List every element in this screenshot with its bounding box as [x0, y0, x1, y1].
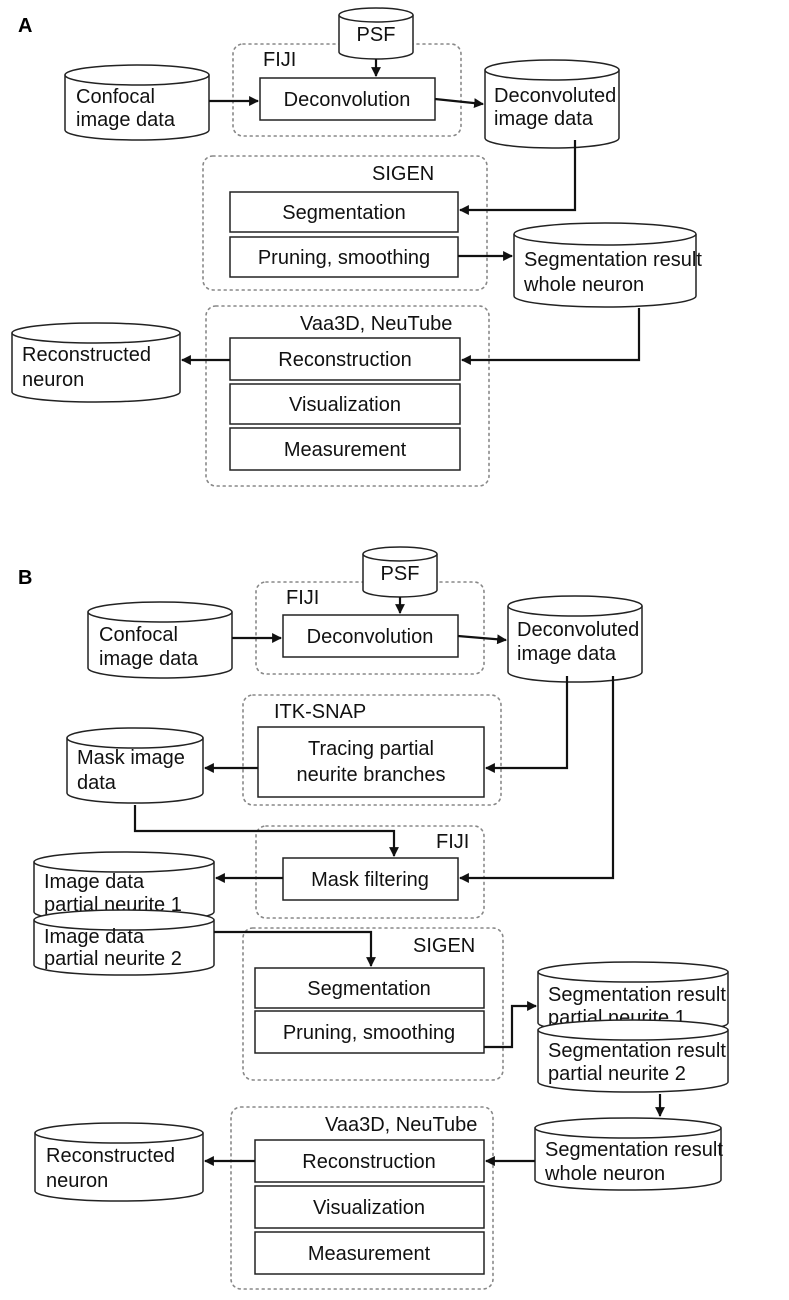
arrow-deconvoluted-to-seg-a — [459, 140, 577, 215]
img2-label-b-1: Image data — [44, 926, 145, 948]
confocal-cylinder-a: Confocal image data — [64, 64, 210, 141]
reconstruction-label-b: Reconstruction — [302, 1151, 435, 1173]
psf-cylinder-a: PSF — [338, 7, 414, 60]
reconstructed-label-b-2: neuron — [46, 1170, 108, 1192]
segp1-label-b-1: Segmentation result — [548, 984, 726, 1006]
psf-cylinder-b: PSF — [362, 546, 438, 598]
fiji-label-a: FIJI — [263, 49, 296, 71]
reconstruction-box-a — [229, 337, 461, 381]
deconvoluted-label-b-1: Deconvoluted — [517, 619, 639, 641]
mask-cylinder-b: Mask image data — [66, 727, 204, 804]
itksnap-label-b: ITK-SNAP — [274, 701, 366, 723]
tracing-box-b — [257, 726, 485, 798]
vaa3d-group-b — [230, 1106, 494, 1290]
deconvoluted-label-a-1: Deconvoluted — [494, 85, 616, 107]
arrow-deconvoluted-to-filtering-b — [459, 676, 615, 883]
sigen-group-b — [242, 927, 504, 1081]
reconstructed-cylinder-b: Reconstructed neuron — [34, 1122, 204, 1202]
segp2-label-b-2: partial neurite 2 — [548, 1063, 686, 1085]
reconstructed-label-a-2: neuron — [22, 369, 84, 391]
segp2-label-b-1: Segmentation result — [548, 1040, 726, 1062]
img1-label-b-1: Image data — [44, 871, 145, 893]
visualization-label-b: Visualization — [313, 1197, 425, 1219]
seg-whole-cylinder-a: Segmentation result whole neuron — [513, 222, 702, 308]
sigen-group-a — [202, 155, 488, 291]
pruning-box-a — [229, 236, 459, 278]
seg-whole-label-a-2: whole neuron — [523, 274, 644, 296]
panel-label-a: A — [18, 15, 32, 37]
arrow-deconv-to-deconvoluted-a — [434, 97, 484, 109]
segmentation-label-a: Segmentation — [282, 202, 405, 224]
fiji-label-b: FIJI — [286, 587, 319, 609]
psf-label-a: PSF — [357, 24, 396, 46]
deconvoluted-cylinder-b: Deconvoluted image data — [507, 595, 643, 683]
seg-whole-label-b-2: whole neuron — [544, 1163, 665, 1185]
pruning-label-b: Pruning, smoothing — [283, 1022, 455, 1044]
visualization-box-a — [229, 383, 461, 425]
arrow-result-to-reconstruction-a — [461, 308, 641, 365]
measurement-label-a: Measurement — [284, 439, 407, 461]
segmentation-box-b — [254, 967, 485, 1009]
deconvolution-box-b — [282, 614, 459, 658]
panel-label-b: B — [18, 567, 32, 589]
fiji2-group-b — [255, 825, 485, 919]
sigen-label-a: SIGEN — [372, 163, 434, 185]
visualization-label-a: Visualization — [289, 394, 401, 416]
confocal-label-a-1: Confocal — [76, 86, 155, 108]
confocal-cylinder-b: Confocal image data — [87, 601, 233, 679]
measurement-box-a — [229, 427, 461, 471]
tracing-label-b-2: neurite branches — [297, 764, 446, 786]
confocal-label-a-2: image data — [76, 109, 176, 131]
arrow-deconv-to-deconvoluted-b — [457, 634, 507, 645]
mask-filtering-label-b: Mask filtering — [311, 869, 429, 891]
measurement-label-b: Measurement — [308, 1243, 431, 1265]
fiji2-label-b: FIJI — [436, 831, 469, 853]
seg-whole-label-b-1: Segmentation result — [545, 1139, 723, 1161]
reconstruction-label-a: Reconstruction — [278, 349, 411, 371]
tracing-label-b-1: Tracing partial — [308, 738, 434, 760]
pruning-label-a: Pruning, smoothing — [258, 247, 430, 269]
measurement-box-b — [254, 1231, 485, 1275]
confocal-label-b-1: Confocal — [99, 624, 178, 646]
reconstructed-label-a-1: Reconstructed — [22, 344, 151, 366]
mask-label-b-1: Mask image — [77, 747, 185, 769]
img2-label-b-2: partial neurite 2 — [44, 948, 182, 970]
deconvolution-label-b: Deconvolution — [307, 626, 434, 648]
reconstructed-label-b-1: Reconstructed — [46, 1145, 175, 1167]
deconvoluted-label-b-2: image data — [517, 643, 617, 665]
pruning-box-b — [254, 1010, 485, 1054]
mask-filtering-box-b — [282, 857, 459, 901]
deconvoluted-cylinder-a: Deconvoluted image data — [484, 59, 620, 149]
deconvolution-box-a — [259, 77, 436, 121]
visualization-box-b — [254, 1185, 485, 1229]
reconstructed-cylinder-a: Reconstructed neuron — [11, 322, 181, 403]
segp2-cylinder-b: Segmentation result partial neurite 2 — [537, 1019, 729, 1093]
psf-label-b: PSF — [381, 563, 420, 585]
seg-whole-label-a-1: Segmentation result — [524, 249, 702, 271]
arrow-images-to-segmentation-b — [214, 930, 376, 967]
segmentation-box-a — [229, 191, 459, 233]
segmentation-label-b: Segmentation — [307, 978, 430, 1000]
deconvolution-label-a: Deconvolution — [284, 89, 411, 111]
deconvoluted-label-a-2: image data — [494, 108, 594, 130]
mask-label-b-2: data — [77, 772, 117, 794]
vaa3d-label-b: Vaa3D, NeuTube — [325, 1114, 477, 1136]
vaa3d-group-a — [205, 305, 490, 487]
arrow-pruning-to-results-b — [484, 1001, 537, 1049]
confocal-label-b-2: image data — [99, 648, 199, 670]
arrow-deconvoluted-to-tracing-b — [485, 676, 569, 773]
arrow-mask-to-filtering-b — [133, 805, 399, 857]
sigen-label-b: SIGEN — [413, 935, 475, 957]
img2-cylinder-b: Image data partial neurite 2 — [33, 909, 215, 976]
seg-whole-cylinder-b: Segmentation result whole neuron — [534, 1117, 723, 1191]
vaa3d-label-a: Vaa3D, NeuTube — [300, 313, 452, 335]
